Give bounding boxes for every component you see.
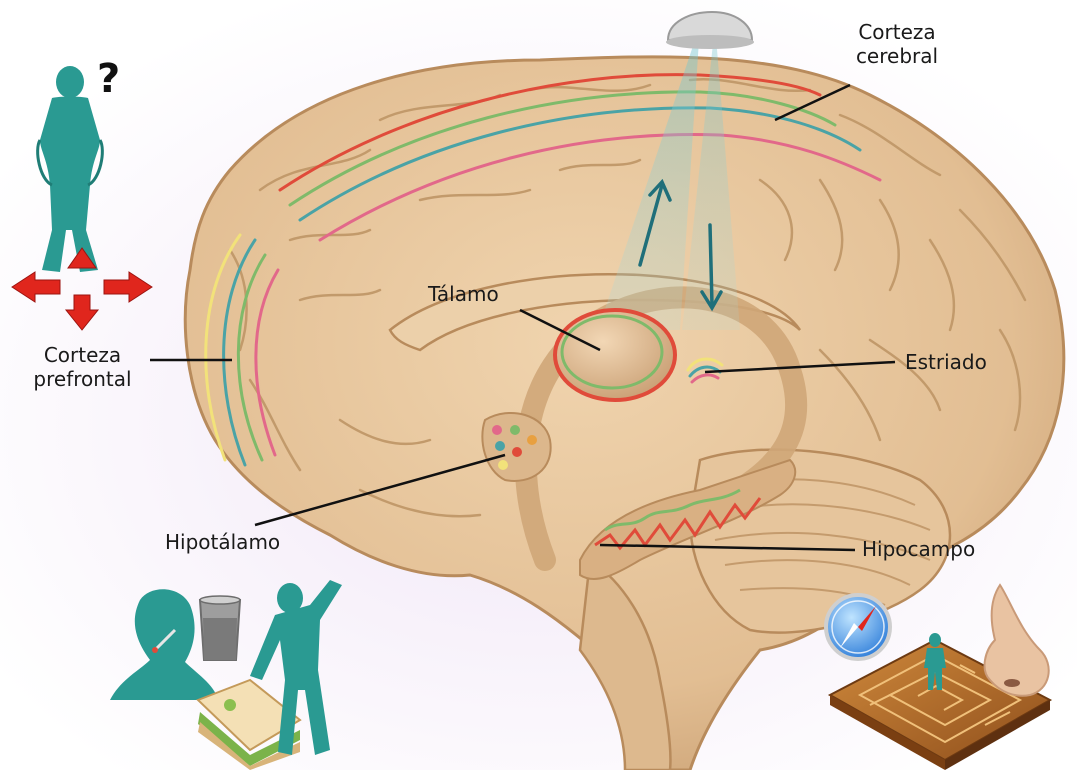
label-cortex-line1: Corteza xyxy=(842,20,952,44)
label-thalamus: Tálamo xyxy=(428,282,499,306)
thalamus xyxy=(555,310,675,400)
label-cortex-line2: cerebral xyxy=(842,44,952,68)
water-glass xyxy=(200,596,240,660)
label-prefrontal-line2: prefrontal xyxy=(20,367,145,391)
hypothalamus-region xyxy=(482,413,550,481)
label-cortex: Corteza cerebral xyxy=(842,20,952,68)
label-hippocampus: Hipocampo xyxy=(862,537,975,561)
compass-icon xyxy=(826,595,890,659)
label-hypothalamus: Hipotálamo xyxy=(165,530,280,554)
question-mark: ? xyxy=(97,56,120,102)
label-prefrontal-line1: Corteza xyxy=(20,343,145,367)
label-striatum: Estriado xyxy=(905,350,987,374)
label-prefrontal: Corteza prefrontal xyxy=(20,343,145,391)
